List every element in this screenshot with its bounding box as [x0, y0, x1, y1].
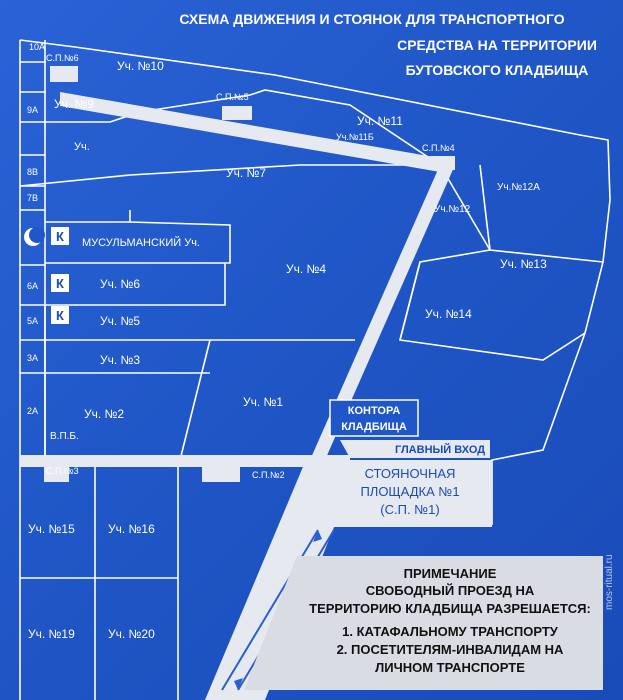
- parking-lot-label-2: ПЛОЩАДКА №1: [360, 484, 459, 499]
- section-11: Уч. №11: [357, 114, 403, 128]
- section-12: Уч.№12: [434, 204, 471, 215]
- section-4: Уч. №4: [286, 262, 326, 276]
- road-entrance: [205, 462, 360, 700]
- section-labels: Уч. №10 Уч. №9 Уч. Уч. №11 Уч.№11Б Уч. №…: [28, 59, 547, 641]
- parcel-lines: [19, 39, 611, 700]
- svg-text:8В: 8В: [27, 167, 38, 177]
- parking-sp4: [430, 156, 455, 170]
- parking-sp4-label: С.П.№4: [422, 143, 455, 153]
- parking-spots: С.П.№6 С.П.№5 С.П.№4 С.П.№3 С.П.№2: [44, 53, 455, 482]
- section-11b: Уч.№11Б: [336, 132, 374, 142]
- svg-text:9А: 9А: [27, 105, 38, 115]
- outer-boundary-east: [19, 39, 611, 525]
- svg-text:10А: 10А: [29, 42, 45, 52]
- title-line-1: СХЕМА ДВИЖЕНИЯ И СТОЯНОК ДЛЯ ТРАНСПОРТНО…: [179, 11, 564, 27]
- section-9: Уч. №9: [54, 97, 94, 111]
- parking-lot-label-3: (С.П. №1): [380, 502, 439, 517]
- cemetery-office: КОНТОРА КЛАДБИЩА: [329, 399, 419, 437]
- parking-lot-label-1: СТОЯНОЧНАЯ: [365, 466, 456, 481]
- parking-sp2-label: С.П.№2: [252, 470, 285, 480]
- parking-sp2: [202, 466, 240, 482]
- main-entrance: ГЛАВНЫЙ ВХОД: [340, 440, 490, 458]
- south-block-east-edge: [20, 459, 179, 700]
- section-15: Уч. №15: [28, 522, 75, 536]
- section-2: Уч. №2: [84, 407, 124, 421]
- note-line-4: 1. КАТАФАЛЬНОМУ ТРАНСПОРТУ: [342, 624, 559, 639]
- parking-sp5-label: С.П.№5: [216, 92, 249, 102]
- main-entrance-label: ГЛАВНЫЙ ВХОД: [395, 443, 485, 456]
- section-3: Уч. №3: [100, 353, 140, 367]
- note-line-5: 2. ПОСЕТИТЕЛЯМ-ИНВАЛИДАМ НА: [337, 642, 564, 657]
- parking-sp3: [44, 466, 69, 482]
- section-12a: Уч.№12А: [497, 182, 540, 193]
- section-muslim: МУСУЛЬМАНСКИЙ Уч.: [82, 236, 200, 249]
- parking-sp6: [50, 66, 78, 82]
- road-north: [60, 92, 440, 172]
- watermark: mos-ritual.ru: [604, 554, 615, 610]
- section-9b: Уч.: [74, 141, 90, 153]
- svg-text:5А: 5А: [27, 316, 38, 326]
- section-10: Уч. №10: [117, 59, 164, 73]
- section-20: Уч. №20: [108, 627, 155, 641]
- office-label-2: КЛАДБИЩА: [341, 421, 407, 433]
- section-16: Уч. №16: [108, 522, 155, 536]
- office-label-1: КОНТОРА: [348, 405, 401, 417]
- note-line-2: СВОБОДНЫЙ ПРОЕЗД НА: [366, 583, 535, 598]
- svg-text:2А: 2А: [27, 406, 38, 416]
- note-line-3: ТЕРРИТОРИЮ КЛАДБИЩА РАЗРЕШАЕТСЯ:: [309, 601, 591, 616]
- road-diagonal: [310, 165, 455, 460]
- svg-text:6А: 6А: [27, 281, 38, 291]
- row-labels: 10А 9А 8В 7В 6А 5А 3А 2А: [27, 42, 45, 416]
- section-5: Уч. №5: [100, 314, 140, 328]
- k-badges: К К К: [51, 227, 69, 324]
- section-19: Уч. №19: [28, 627, 75, 641]
- k-badge-5a: [51, 306, 69, 324]
- section-vpb: В.П.Б.: [50, 431, 79, 442]
- section-7: Уч. №7: [226, 166, 266, 180]
- note-panel: ПРИМЕЧАНИЕ СВОБОДНЫЙ ПРОЕЗД НА ТЕРРИТОРИ…: [244, 556, 603, 690]
- k-badge-muslim: [51, 227, 69, 245]
- k-badge-6a-label: К: [56, 276, 64, 291]
- section-6: Уч. №6: [100, 277, 140, 291]
- roads: [20, 92, 455, 700]
- svg-text:3А: 3А: [27, 353, 38, 363]
- map-title: СХЕМА ДВИЖЕНИЯ И СТОЯНОК ДЛЯ ТРАНСПОРТНО…: [179, 11, 597, 78]
- parking-sp5: [222, 106, 252, 120]
- section-13: Уч. №13: [500, 257, 547, 271]
- title-line-2: СРЕДСТВА НА ТЕРРИТОРИИ: [397, 37, 597, 53]
- parking-sp6-label: С.П.№6: [46, 53, 79, 63]
- k-badge-muslim-label: К: [56, 229, 64, 244]
- parking-sp3-label: С.П.№3: [46, 466, 79, 476]
- parking-lot-1: СТОЯНОЧНАЯ ПЛОЩАДКА №1 (С.П. №1): [323, 460, 492, 527]
- title-line-3: БУТОВСКОГО КЛАДБИЩА: [406, 62, 589, 78]
- section-14: Уч. №14: [425, 307, 472, 321]
- note-line-1: ПРИМЕЧАНИЕ: [404, 566, 497, 581]
- note-line-6: ЛИЧНОМ ТРАНСПОРТЕ: [375, 660, 525, 675]
- section-1: Уч. №1: [243, 395, 283, 409]
- k-badge-6a: [51, 274, 69, 292]
- road-east-west: [20, 455, 350, 467]
- crescent-icon: [24, 227, 45, 246]
- svg-text:7В: 7В: [27, 193, 38, 203]
- k-badge-5a-label: К: [56, 308, 64, 323]
